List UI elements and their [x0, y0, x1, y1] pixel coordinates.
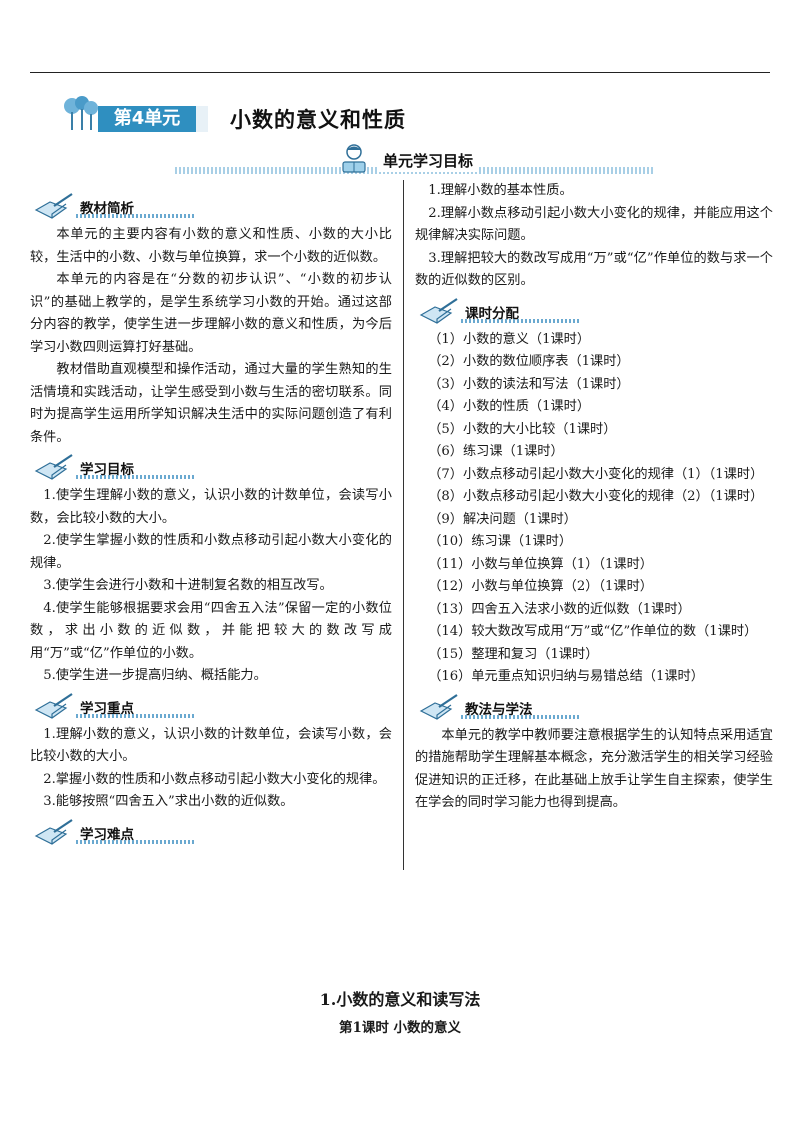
list-item: 1.理解小数的意义，认识小数的计数单位，会读写小数，会比较小数的大小。: [30, 726, 392, 765]
schedule-item: （12）小数与单位换算（2）（1课时）: [428, 579, 653, 594]
heading-underline: [76, 475, 194, 479]
section-label: 教材简析: [80, 201, 134, 217]
goal-banner: 单元学习目标: [175, 144, 655, 176]
schedule-item: （3）小数的读法和写法（1课时）: [428, 376, 630, 392]
book-pen-icon: [34, 454, 73, 480]
section-label: 学习难点: [80, 826, 134, 843]
section-label: 教法与学法: [465, 701, 533, 718]
schedule-item: （13）四舍五入法求小数的近似数（1课时）: [428, 601, 691, 617]
right-column: 1.理解小数的基本性质。 2.理解小数点移动引起小数大小变化的规律，并能应用这个…: [415, 180, 773, 815]
unit-badge: 第4单元: [98, 106, 208, 132]
schedule-item: （10）练习课（1课时）: [428, 534, 573, 549]
schedule-item: （2）小数的数位顺序表（1课时）: [428, 354, 630, 369]
list-item: 2.理解小数点移动引起小数大小变化的规律，并能应用这个规律解决实际问题。: [415, 205, 773, 244]
unit-header: 第4单元 小数的意义和性质: [60, 96, 750, 136]
column-divider: [403, 180, 404, 870]
section-label: 课时分配: [465, 305, 519, 322]
schedule-item: （15）整理和复习（1课时）: [428, 646, 599, 662]
heading-underline: [76, 713, 194, 718]
list-item: 1.使学生理解小数的意义，认识小数的计数单位，会读写小数，会比较小数的大小。: [30, 488, 392, 526]
section-heading-methods: 教法与学法: [415, 693, 773, 723]
section-heading-schedule: 课时分配: [415, 297, 773, 327]
schedule-item: （1）小数的意义（1课时）: [428, 331, 591, 347]
lesson-title: 1.小数的意义和读写法: [319, 990, 481, 1009]
section-heading-objectives: 学习目标: [30, 453, 392, 483]
schedule-item: （9）解决问题（1课时）: [428, 511, 577, 527]
book-pen-icon: [34, 692, 73, 719]
paragraph: 本单元的主要内容有小数的意义和性质、小数的大小比较，生活中的小数、小数与单位换算…: [30, 227, 392, 265]
schedule-item: （14）较大数改写成用“万”或“亿”作单位的数（1课时）: [428, 624, 758, 639]
list-item: 3.理解把较大的数改写成用“万”或“亿”作单位的数与求一个数的近似数的区别。: [415, 250, 773, 289]
book-pen-icon: [34, 193, 73, 219]
list-item: 2.掌握小数的性质和小数点移动引起小数大小变化的规律。: [43, 771, 386, 787]
left-column: 教材简析 本单元的主要内容有小数的意义和性质、小数的大小比较，生活中的小数、小数…: [30, 188, 392, 850]
book-pen-icon: [419, 693, 458, 720]
list-item: 3.能够按照“四舍五入”求出小数的近似数。: [43, 794, 294, 809]
section-heading-difficulties: 学习难点: [30, 818, 392, 848]
list-item: 3.使学生会进行小数和十进制复名数的相互改写。: [43, 578, 333, 593]
list-item: 1.理解小数的基本性质。: [428, 183, 573, 198]
section-label: 学习目标: [80, 462, 134, 478]
schedule-item: （6）练习课（1课时）: [428, 444, 564, 459]
schedule-item: （4）小数的性质（1课时）: [428, 399, 591, 414]
book-pen-icon: [34, 818, 73, 845]
book-pen-icon: [419, 297, 458, 324]
schedule-item: （8）小数点移动引起小数大小变化的规律（2）（1课时）: [428, 489, 764, 504]
goal-banner-label: 单元学习目标: [377, 150, 480, 172]
unit-title: 小数的意义和性质: [230, 108, 406, 132]
schedule-item: （5）小数的大小比较（1课时）: [428, 421, 617, 437]
paragraph: 教材借助直观模型和操作活动，通过大量的学生熟知的生活情境和实践活动，让学生感受到…: [30, 362, 392, 445]
unit-badge-label: 第4单元: [98, 106, 196, 132]
heading-underline: [461, 318, 579, 323]
schedule-item: （16）单元重点知识归纳与易错总结（1课时）: [428, 669, 704, 684]
trees-icon: [64, 96, 98, 130]
heading-underline: [461, 714, 579, 719]
list-item: 2.使学生掌握小数的性质和小数点移动引起小数大小变化的规律。: [30, 533, 392, 571]
section-heading-material: 教材简析: [30, 192, 392, 222]
heading-underline: [76, 839, 194, 844]
paragraph: 本单元的内容是在“分数的初步认识”、“小数的初步认识”的基础上教学的，是学生系统…: [30, 272, 392, 355]
student-reading-icon: [342, 144, 366, 173]
schedule-item: （7）小数点移动引起小数大小变化的规律（1）（1课时）: [428, 466, 764, 482]
lesson-subtitle: 第1课时 小数的意义: [338, 1020, 462, 1036]
heading-underline: [76, 214, 194, 218]
list-item: 5.使学生进一步提高归纳、概括能力。: [43, 668, 267, 683]
section-heading-key-points: 学习重点: [30, 692, 392, 722]
schedule-item: （11）小数与单位换算（1）（1课时）: [428, 556, 653, 572]
top-rule: [30, 72, 770, 73]
section-label: 学习重点: [80, 700, 134, 717]
paragraph: 本单元的教学中教师要注意根据学生的认知特点采用适宜的措施帮助学生理解基本概念，充…: [415, 727, 773, 811]
list-item: 4.使学生能够根据要求会用“四舍五入法”保留一定的小数位数，求出小数的近似数，并…: [30, 600, 392, 661]
